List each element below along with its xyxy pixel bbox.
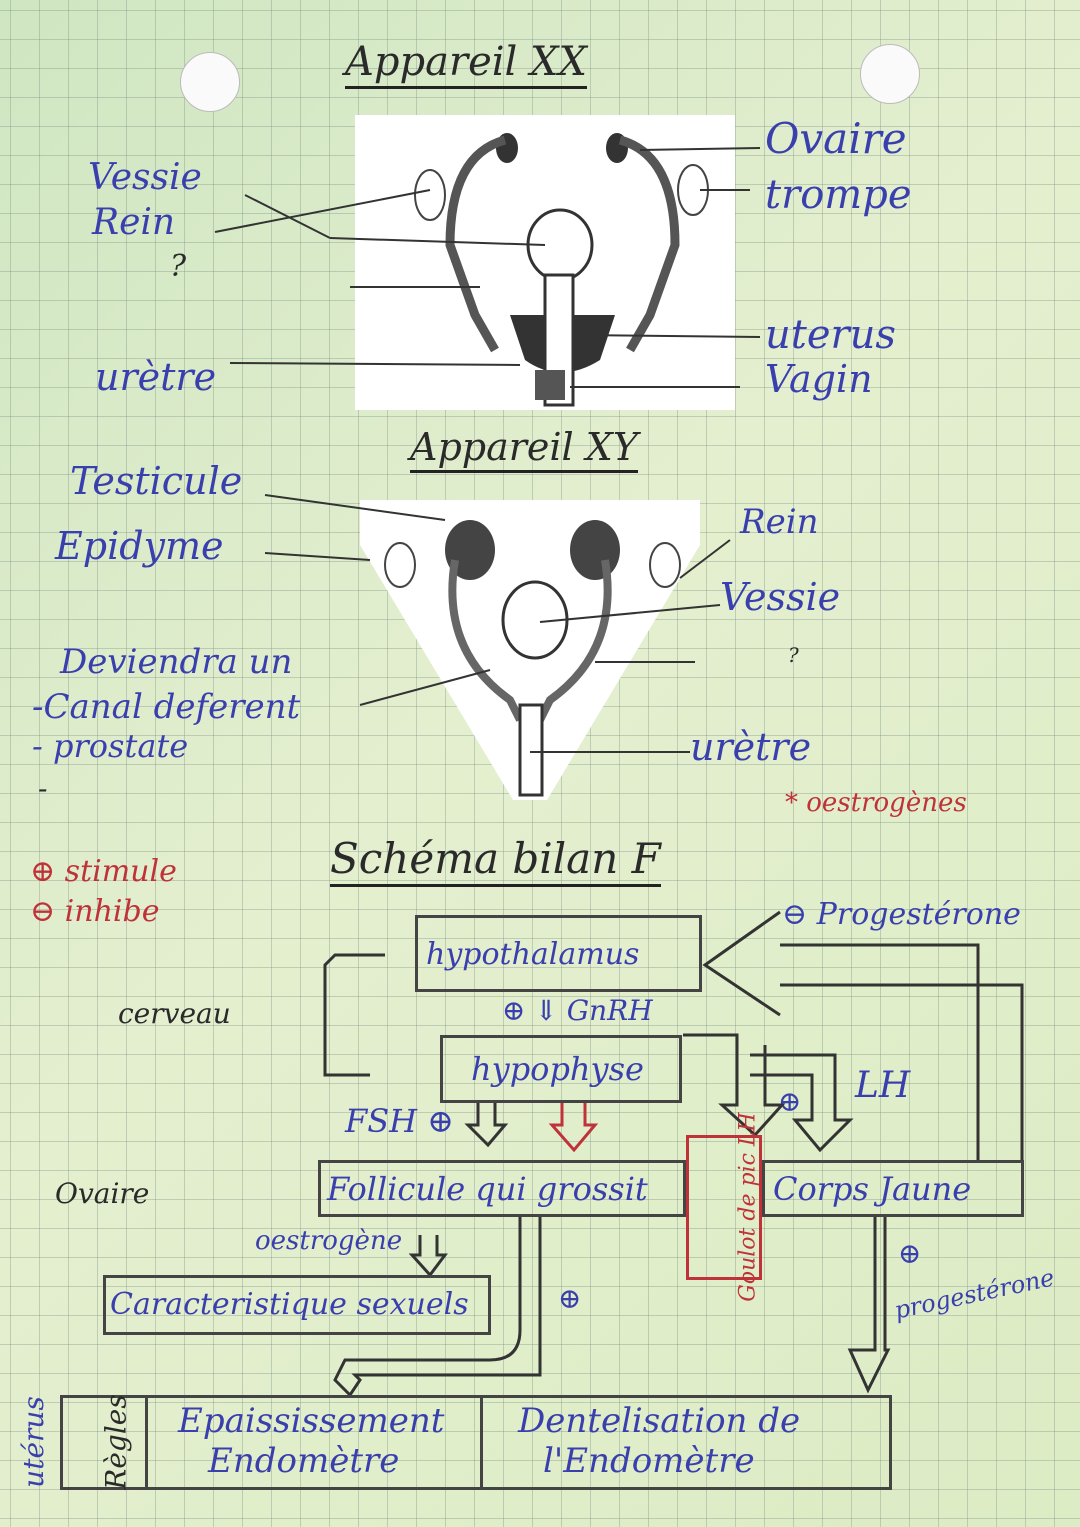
xy-leader-lines <box>264 494 731 753</box>
xx-label-vessie: Vessie <box>88 157 202 198</box>
legend-stimule: ⊕ stimule <box>30 854 177 889</box>
binder-hole <box>180 52 240 112</box>
cerveau-label: cerveau <box>118 997 231 1030</box>
xy-label-vessie: Vessie <box>720 575 841 619</box>
lh-peak-arrow <box>683 1033 786 1138</box>
gnrh-label: ⊕ ⇓ GnRH <box>502 994 653 1027</box>
follicule-box: Follicule qui grossit <box>318 1160 686 1217</box>
caracteristiques-box: Caracteristique sexuels <box>103 1275 491 1335</box>
xx-label-vagin: Vagin <box>765 357 873 401</box>
corps-jaune-box: Corps Jaune <box>762 1160 1024 1217</box>
xy-label-epidyme: Epidyme <box>55 524 224 568</box>
progesterone-feedback-label: ⊖ Progestérone <box>782 897 1021 932</box>
xx-label-unknown: ? <box>170 249 187 284</box>
male-anatomy-drawing <box>384 520 681 797</box>
binder-hole <box>860 44 920 104</box>
xx-leader-lines <box>214 147 761 388</box>
red-arrow <box>548 1103 599 1153</box>
corps-jaune-label: Corps Jaune <box>773 1170 972 1208</box>
hypophyse-label: hypophyse <box>471 1050 644 1088</box>
xx-title: Appareil XX <box>345 42 587 89</box>
dentelisation-line2: l'Endomètre <box>543 1441 755 1481</box>
xy-label-testicule: Testicule <box>70 459 243 503</box>
goulot-box: Goulot de pic LH <box>686 1112 762 1302</box>
uterus-label: utérus <box>16 1396 50 1488</box>
inhibition-triangle <box>702 910 781 1017</box>
cerveau-brace <box>323 953 385 1077</box>
xx-label-ovaire: Ovaire <box>765 114 907 163</box>
oestrogene-arrow <box>408 1235 448 1278</box>
goulot-label: Goulot de pic LH <box>735 1112 761 1302</box>
plus-progesterone: ⊕ <box>898 1237 922 1270</box>
oestrogene-label: oestrogène <box>255 1226 403 1256</box>
fsh-arrow <box>464 1103 509 1148</box>
hypophyse-box: hypophyse <box>440 1035 682 1103</box>
feedback-line-inner <box>780 943 980 1160</box>
female-anatomy-drawing <box>414 133 709 407</box>
uterus-box: Règles Epaississement Endomètre Dentelis… <box>60 1394 892 1490</box>
xy-label-canal-deferent: -Canal deferent <box>32 687 301 727</box>
oestrogenes-note: * oestrogènes <box>785 788 967 818</box>
lh-label: LH <box>855 1065 911 1106</box>
regles-cell: Règles <box>63 1394 148 1490</box>
dentelisation-line1: Dentelisation de <box>518 1401 801 1441</box>
epaississement-cell: Epaississement Endomètre <box>148 1398 483 1487</box>
plus-endometre: ⊕ <box>558 1282 582 1315</box>
legend-inhibe: ⊖ inhibe <box>30 894 160 929</box>
feedback-line-outer <box>780 983 1024 1160</box>
ovaire-label: Ovaire <box>55 1177 150 1210</box>
xx-label-rein: Rein <box>92 202 176 243</box>
xx-label-uretre: urètre <box>95 355 217 399</box>
endometre-arrow <box>333 1215 542 1398</box>
xx-diagram <box>355 115 735 410</box>
lh-plus: ⊕ <box>778 1085 802 1118</box>
xy-label-unknown: ? <box>788 643 799 667</box>
lh-arrow <box>750 1053 854 1153</box>
epaississement-line1: Epaississement <box>178 1401 445 1441</box>
epaississement-line2: Endomètre <box>208 1441 400 1481</box>
xy-label-prostate: - prostate <box>32 727 189 765</box>
xy-title: Appareil XY <box>410 428 638 473</box>
xx-label-trompe: trompe <box>765 172 912 218</box>
regles-label: Règles <box>99 1394 133 1490</box>
hypothalamus-box: hypothalamus <box>415 915 702 992</box>
xy-label-uretre: urètre <box>690 725 812 769</box>
xy-label-deviendra: Deviendra un <box>60 642 293 682</box>
follicule-label: Follicule qui grossit <box>327 1170 648 1208</box>
progesterone-arrow <box>847 1215 891 1394</box>
fsh-label: FSH ⊕ <box>345 1102 455 1140</box>
xx-label-uterus: uterus <box>765 312 896 358</box>
hypothalamus-label: hypothalamus <box>426 937 640 972</box>
xy-label-dash: - <box>38 772 48 805</box>
caracteristiques-label: Caracteristique sexuels <box>110 1287 469 1322</box>
xy-label-rein: Rein <box>740 502 819 542</box>
schema-title: Schéma bilan F <box>330 838 661 887</box>
